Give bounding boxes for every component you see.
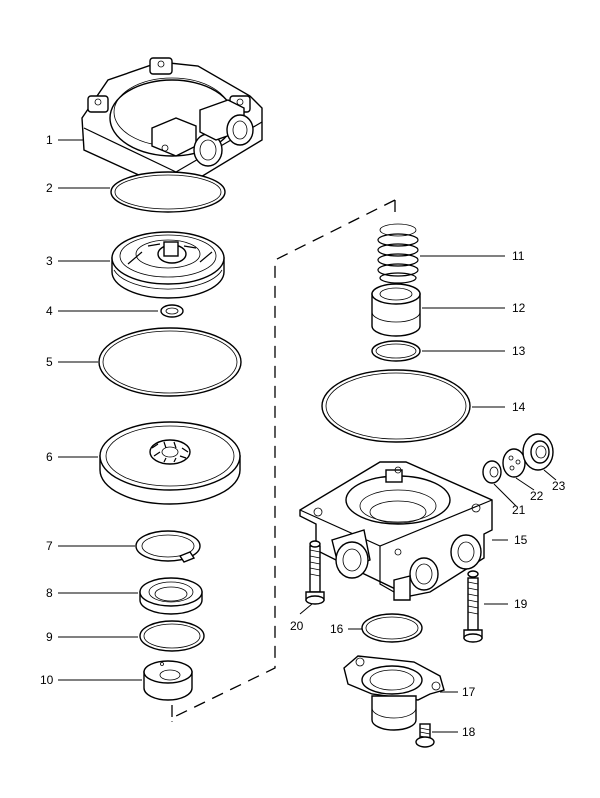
part-18-screw [415,723,435,748]
part-8-valve-seat [139,577,203,615]
callout-4: 4 [46,304,53,318]
callout-17: 17 [462,685,476,699]
part-19-bolt [463,570,483,643]
callout-9: 9 [46,630,53,644]
callout-19: 19 [514,597,528,611]
callout-7: 7 [46,539,53,553]
callout-12: 12 [512,301,526,315]
part-17-exhaust-valve [343,655,445,731]
part-20-bolt [305,540,325,605]
part-21-disc [482,460,502,484]
part-22-perforated-plate [502,448,526,478]
callout-21: 21 [512,503,526,517]
part-2-o-ring [110,171,226,213]
callout-8: 8 [46,586,53,600]
leader-lines [58,139,557,733]
callout-1: 1 [46,133,53,147]
callout-13: 13 [512,344,526,358]
part-3-piston [111,231,225,299]
callout-20: 20 [290,619,304,633]
part-10-valve [143,660,193,701]
callout-10: 10 [40,673,54,687]
part-15-valve-body [299,461,493,601]
callout-16: 16 [330,622,344,636]
part-4-small-ring [160,304,184,318]
callout-11: 11 [512,249,525,263]
part-9-o-ring [139,620,205,652]
callout-2: 2 [46,181,53,195]
assembly-guide-dashed-line [171,199,396,722]
part-11-spring [377,223,419,284]
callout-14: 14 [512,400,526,414]
callout-numbers: 1 2 3 4 5 6 7 8 9 10 11 12 13 14 15 16 1… [40,133,566,739]
callout-23: 23 [552,479,566,493]
callout-18: 18 [462,725,476,739]
callout-3: 3 [46,254,53,268]
part-7-snap-ring [135,530,201,563]
part-16-o-ring [361,613,423,643]
callout-15: 15 [514,533,528,547]
part-12-inlet-piston [371,283,421,337]
part-5-large-o-ring [98,327,242,397]
callout-5: 5 [46,355,53,369]
part-14-large-o-ring [321,369,471,443]
callout-6: 6 [46,450,53,464]
callout-22: 22 [530,489,544,503]
part-6-diaphragm [99,421,241,505]
part-13-o-ring [371,340,421,362]
part-23-cap-plug [522,433,554,471]
